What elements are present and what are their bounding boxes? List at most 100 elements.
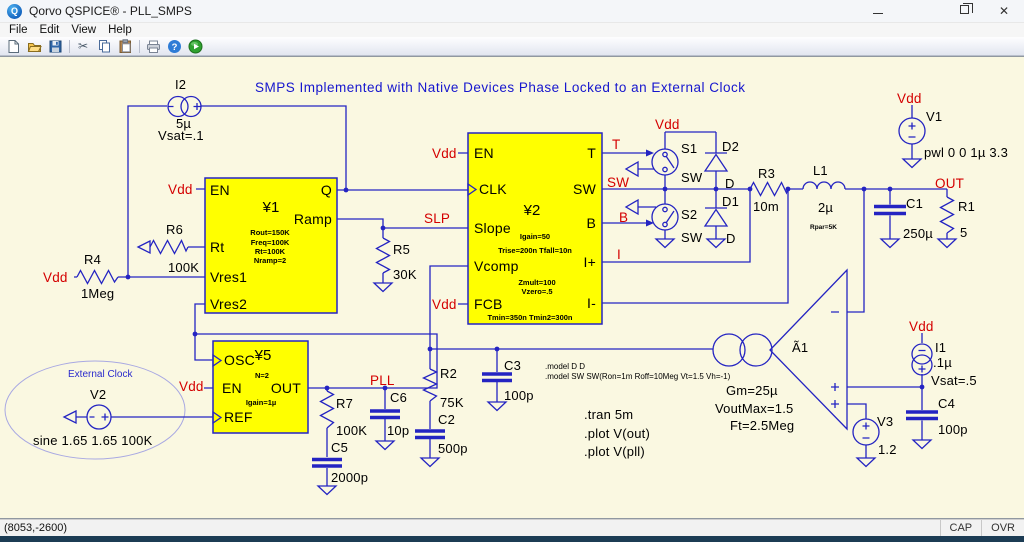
param-y2-3[interactable]: Zmult=100 xyxy=(518,278,555,287)
net-t[interactable]: T xyxy=(612,137,620,152)
param-y2-2[interactable]: Trise=200n Tfall=10n xyxy=(498,246,572,255)
pin-y1-vres1[interactable]: Vres1 xyxy=(210,269,247,285)
net-out[interactable]: OUT xyxy=(935,176,964,191)
ref-R5[interactable]: R5 xyxy=(393,242,410,257)
name-y1[interactable]: ¥1 xyxy=(262,199,280,216)
net-b[interactable]: B xyxy=(619,210,628,225)
param-A1-voutmax[interactable]: VoutMax=1.5 xyxy=(715,401,793,416)
ref-R1[interactable]: R1 xyxy=(958,199,975,214)
help-icon[interactable]: ? xyxy=(166,38,182,54)
close-button[interactable]: ✕ xyxy=(998,4,1010,18)
ref-D2[interactable]: D2 xyxy=(722,139,739,154)
ref-R2[interactable]: R2 xyxy=(440,366,457,381)
capacitor-C2[interactable] xyxy=(415,429,445,440)
pin-y2-b[interactable]: B xyxy=(586,215,596,231)
ref-S2[interactable]: S2 xyxy=(681,207,697,222)
param-y2-4[interactable]: Vzero=.5 xyxy=(521,287,552,296)
pin-y5-osc[interactable]: OSC xyxy=(224,352,255,368)
val-R3[interactable]: 10m xyxy=(753,199,779,214)
net-flag-arrows[interactable] xyxy=(62,239,151,425)
val-V1[interactable]: pwl 0 0 1µ 3.3 xyxy=(924,145,1008,160)
pin-y1-q[interactable]: Q xyxy=(321,182,332,198)
resistor-R3[interactable] xyxy=(749,181,789,197)
net-sw[interactable]: SW xyxy=(607,175,629,190)
title-bar[interactable]: Q Qorvo QSPICE® - PLL_SMPS xyxy=(0,0,1024,22)
val-R7[interactable]: 100K xyxy=(336,423,367,438)
val-R5[interactable]: 30K xyxy=(393,267,417,282)
source-V3[interactable] xyxy=(852,418,880,446)
ref-C2[interactable]: C2 xyxy=(438,412,455,427)
ref-C1[interactable]: C1 xyxy=(906,196,923,211)
source-I1[interactable] xyxy=(911,343,933,376)
val-I1[interactable]: .1µ xyxy=(933,355,952,370)
pin-y1-ramp[interactable]: Ramp xyxy=(294,211,332,227)
resistor-R5[interactable] xyxy=(375,237,391,274)
block-y2[interactable] xyxy=(467,132,603,325)
val-C4[interactable]: 100p xyxy=(938,422,968,437)
new-file-icon[interactable] xyxy=(5,38,21,54)
val-C6[interactable]: 10p xyxy=(387,423,409,438)
pin-y2-iminus[interactable]: I- xyxy=(587,295,596,311)
source-V2[interactable] xyxy=(86,404,112,430)
net-vdd-y2fcb[interactable]: Vdd xyxy=(432,297,457,312)
net-vdd-i1[interactable]: Vdd xyxy=(909,319,934,334)
menu-edit[interactable]: Edit xyxy=(39,23,60,36)
pin-y5-ref[interactable]: REF xyxy=(224,409,253,425)
val-C3[interactable]: 100p xyxy=(504,388,534,403)
switch-S1[interactable] xyxy=(624,148,679,178)
pin-y2-vcomp[interactable]: Vcomp xyxy=(474,258,519,274)
source-V1[interactable] xyxy=(898,117,926,145)
val-R2[interactable]: 75K xyxy=(440,395,464,410)
schematic-canvas[interactable]: SMPS Implemented with Native Devices Pha… xyxy=(0,56,1024,519)
restore-button[interactable] xyxy=(951,0,977,22)
pin-y1-en[interactable]: EN xyxy=(210,182,230,198)
run-icon[interactable] xyxy=(187,38,203,54)
resistor-R2[interactable] xyxy=(421,368,439,402)
net-vdd-v1[interactable]: Vdd xyxy=(897,91,922,106)
directive-model-sw[interactable]: .model SW SW(Ron=1m Roff=10Meg Vt=1.5 Vh… xyxy=(545,372,731,381)
param-I1[interactable]: Vsat=.5 xyxy=(931,373,977,388)
name-y5[interactable]: ¥5 xyxy=(254,347,272,364)
param-y5-2[interactable]: Igain=1µ xyxy=(246,398,276,407)
directive-plot-pll[interactable]: .plot V(pll) xyxy=(584,444,645,459)
print-icon[interactable] xyxy=(145,38,161,54)
val-C1[interactable]: 250µ xyxy=(903,226,933,241)
pin-y5-en[interactable]: EN xyxy=(222,380,242,396)
val-C2[interactable]: 500p xyxy=(438,441,468,456)
ref-R6[interactable]: R6 xyxy=(166,222,183,237)
param-y1-4[interactable]: Nramp=2 xyxy=(254,256,286,265)
pin-y2-iplus[interactable]: I+ xyxy=(584,254,596,270)
resistor-R1[interactable] xyxy=(939,196,955,234)
capacitor-C3[interactable] xyxy=(482,372,512,383)
diode-D2[interactable] xyxy=(703,152,729,172)
menu-help[interactable]: Help xyxy=(108,23,132,36)
param-L1[interactable]: Rpar=5K xyxy=(810,224,837,231)
pin-y2-fcb[interactable]: FCB xyxy=(474,296,503,312)
save-file-icon[interactable] xyxy=(47,38,63,54)
paste-icon[interactable] xyxy=(117,38,133,54)
pin-y2-slope[interactable]: Slope xyxy=(474,220,511,236)
model-S2[interactable]: SW xyxy=(681,230,703,245)
val-L1[interactable]: 2µ xyxy=(818,200,833,215)
ref-D1[interactable]: D1 xyxy=(722,194,739,209)
capacitor-C6[interactable] xyxy=(370,409,400,420)
param-y1-3[interactable]: Rt=100K xyxy=(255,247,286,256)
resistor-R4[interactable] xyxy=(76,269,119,285)
ref-C3[interactable]: C3 xyxy=(504,358,521,373)
net-pll[interactable]: PLL xyxy=(370,373,395,388)
ref-S1[interactable]: S1 xyxy=(681,141,697,156)
model-D2[interactable]: D xyxy=(725,176,735,191)
resistor-R7[interactable] xyxy=(319,390,335,429)
capacitor-C4[interactable] xyxy=(906,410,938,421)
val-R6[interactable]: 100K xyxy=(168,260,199,275)
ref-I1[interactable]: I1 xyxy=(935,340,946,355)
param-A1-ft[interactable]: Ft=2.5Meg xyxy=(730,418,794,433)
ref-L1[interactable]: L1 xyxy=(813,163,828,178)
ref-V2[interactable]: V2 xyxy=(90,387,106,402)
block-y1[interactable] xyxy=(204,177,338,314)
val-V3[interactable]: 1.2 xyxy=(878,442,897,457)
directive-tran[interactable]: .tran 5m xyxy=(584,407,633,422)
ref-V3[interactable]: V3 xyxy=(877,414,893,429)
val-C5[interactable]: 2000p xyxy=(331,470,368,485)
ref-A1[interactable]: Ã1 xyxy=(792,340,808,355)
